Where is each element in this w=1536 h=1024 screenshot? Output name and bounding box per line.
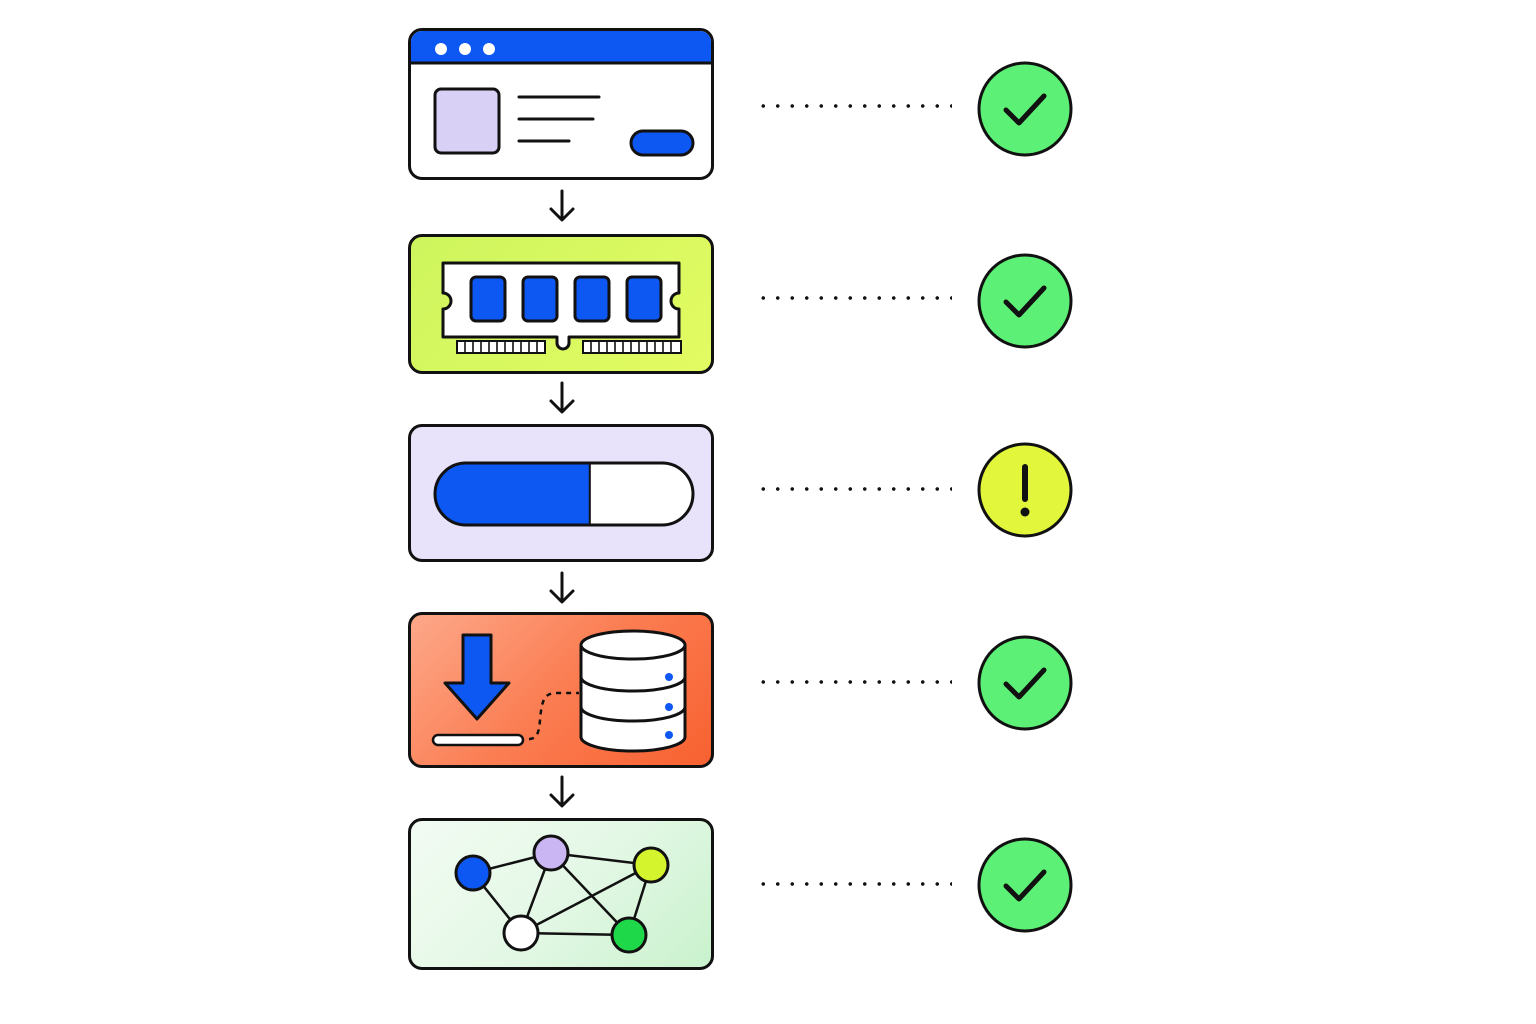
step-browser-card: [408, 28, 714, 180]
checkmark-icon: [1003, 93, 1047, 126]
exclamation-icon: [1020, 464, 1030, 517]
dotted-connector: [756, 882, 952, 886]
down-arrow-icon: [549, 571, 575, 604]
step-network-card: [408, 818, 714, 970]
success-status-badge: [977, 61, 1073, 157]
down-arrow-icon: [549, 775, 575, 808]
dotted-connector: [756, 296, 952, 300]
dotted-connector: [756, 680, 952, 684]
dotted-connector: [756, 104, 952, 108]
browser-window-icon: [411, 31, 711, 157]
checkmark-icon: [1003, 285, 1047, 318]
checkmark-icon: [1003, 869, 1047, 902]
progress-fill: [435, 463, 590, 525]
memory-module-icon: [441, 261, 682, 354]
step-memory-card: [408, 234, 714, 374]
success-status-badge: [977, 635, 1073, 731]
success-status-badge: [977, 837, 1073, 933]
dotted-connector: [756, 487, 952, 491]
download-to-database-icon: [431, 629, 687, 753]
down-arrow-icon: [549, 189, 575, 222]
database-icon: [579, 629, 687, 753]
warning-status-badge: [977, 442, 1073, 538]
success-status-badge: [977, 253, 1073, 349]
progress-bar-icon: [433, 461, 695, 527]
network-graph-icon: [454, 834, 670, 954]
step-download-card: [408, 612, 714, 768]
down-arrow-icon: [549, 381, 575, 414]
step-progress-card: [408, 424, 714, 562]
checkmark-icon: [1003, 667, 1047, 700]
